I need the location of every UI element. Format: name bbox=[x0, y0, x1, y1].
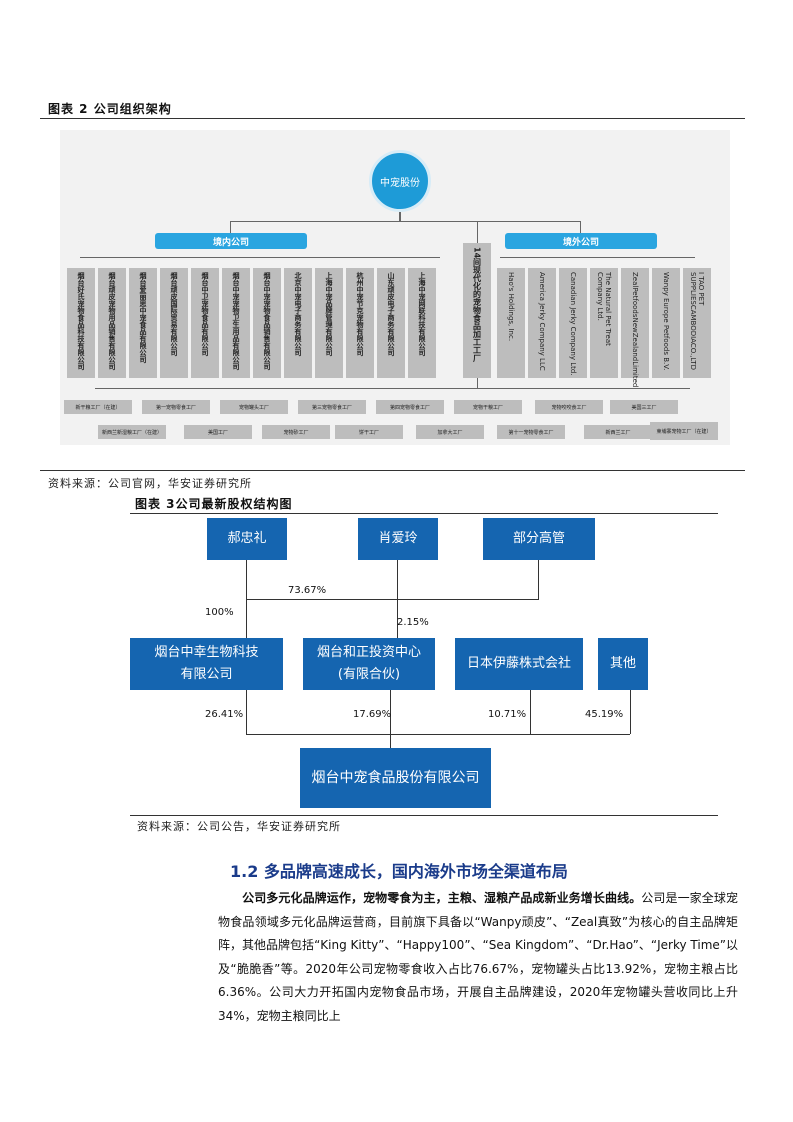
overseas-company: ZealPetfoodsNewZealandLimited bbox=[621, 268, 649, 387]
plant-node: 宠物罐头工厂 bbox=[220, 400, 288, 414]
connector bbox=[246, 690, 247, 734]
lead-sentence: 公司多元化品牌运作，宠物零食为主，主粮、湿粮产品成新业务增长曲线。 bbox=[242, 891, 642, 905]
itoh-box: 日本伊藤株式会社 bbox=[455, 638, 583, 690]
pct-label: 73.67% bbox=[288, 585, 327, 596]
domestic-company: 山东顽皮电子商务有限公司 bbox=[377, 268, 405, 378]
connector bbox=[80, 257, 440, 258]
factory-group-node: 14间现代化的宠物食品加工工厂 bbox=[463, 243, 491, 378]
overseas-company: The Natural Pet Treat Company Ltd. bbox=[590, 268, 618, 378]
hezheng-box: 烟台和正投资中心(有限合伙) bbox=[303, 638, 435, 690]
plant-node: 宠物干粮工厂 bbox=[454, 400, 522, 414]
pct-label: 10.71% bbox=[488, 709, 527, 720]
domestic-company: 烟台顽皮宠物用品销售有限公司 bbox=[98, 268, 126, 378]
plant-node: 柬埔寨宠物工厂（在建） bbox=[650, 422, 718, 440]
figure-3-source: 资料来源：公司公告，华安证券研究所 bbox=[137, 820, 341, 833]
company-box: 烟台中宠食品股份有限公司 bbox=[300, 748, 491, 808]
connector bbox=[538, 560, 539, 600]
plant-node: 加拿大工厂 bbox=[416, 425, 484, 439]
connector bbox=[246, 734, 630, 735]
plant-node: 新西兰工厂 bbox=[584, 425, 652, 439]
domestic-banner: 境内公司 bbox=[155, 233, 307, 249]
connector bbox=[230, 221, 231, 233]
plant-node: 第三宠物零食工厂 bbox=[298, 400, 366, 414]
plant-node: 第一宠物零食工厂 bbox=[142, 400, 210, 414]
domestic-company: 杭州中宠节克宠物有限公司 bbox=[346, 268, 374, 378]
connector bbox=[630, 690, 631, 734]
domestic-company: 烟台爱丽思中宠食品有限公司 bbox=[129, 268, 157, 378]
zhongxing-box: 烟台中幸生物科技有限公司 bbox=[130, 638, 283, 690]
pct-label: 2.15% bbox=[397, 617, 429, 628]
figure-2-title: 图表 2 公司组织架构 bbox=[48, 102, 172, 116]
pct-label: 17.69% bbox=[353, 709, 392, 720]
org-root-node: 中宠股份 bbox=[369, 150, 431, 212]
plant-node: 美国三工厂 bbox=[610, 400, 678, 414]
divider bbox=[130, 815, 718, 816]
other-box: 其他 bbox=[598, 638, 648, 690]
pct-label: 45.19% bbox=[585, 709, 624, 720]
overseas-company: Canadian Jerky Company Ltd. bbox=[559, 268, 587, 378]
figure-3-title: 图表 3公司最新股权结构图 bbox=[135, 497, 293, 511]
domestic-company: 上海中宠网联科技有限公司 bbox=[408, 268, 436, 378]
overseas-company: Wanpy Europe Petfoods B.V. bbox=[652, 268, 680, 378]
overseas-company: Hao's Holdings, Inc. bbox=[497, 268, 525, 378]
connector bbox=[477, 378, 478, 388]
connector bbox=[477, 221, 478, 243]
domestic-company: 烟台中宠宠物食品销售有限公司 bbox=[253, 268, 281, 378]
connector bbox=[230, 221, 580, 222]
plant-node: 第十一宠物零食工厂 bbox=[497, 425, 565, 439]
plant-node: 新西兰新湿粮工厂（在建） bbox=[98, 425, 166, 439]
overseas-banner: 境外公司 bbox=[505, 233, 657, 249]
holder-hao-box: 郝忠礼 bbox=[207, 518, 287, 560]
connector bbox=[580, 221, 581, 233]
figure-2-source: 资料来源：公司官网，华安证券研究所 bbox=[48, 477, 252, 490]
overseas-company: I TAO PET SUPPLIESCAMBODIACO.,LTD bbox=[683, 268, 711, 378]
divider bbox=[40, 470, 745, 471]
body-text: 公司是一家全球宠物食品领域多元化品牌运营商，目前旗下具备以“Wanpy顽皮”、“… bbox=[218, 891, 738, 1023]
domestic-company: 烟台中卫宠物食品有限公司 bbox=[191, 268, 219, 378]
connector bbox=[246, 599, 538, 600]
pct-label: 26.41% bbox=[205, 709, 244, 720]
plant-node: 第四宠物零食工厂 bbox=[376, 400, 444, 414]
plant-node: 宠物咬咬食工厂 bbox=[535, 400, 603, 414]
domestic-company: 烟台好氏宠物食品科技有限公司 bbox=[67, 268, 95, 378]
connector bbox=[390, 690, 391, 748]
domestic-company: 上海中宠品牌管理有限公司 bbox=[315, 268, 343, 378]
connector bbox=[530, 690, 531, 734]
divider bbox=[130, 513, 718, 514]
connector bbox=[95, 388, 690, 389]
domestic-company: 北京中宠电子商务有限公司 bbox=[284, 268, 312, 378]
plant-node: 宠物砂工厂 bbox=[262, 425, 330, 439]
connector bbox=[500, 257, 695, 258]
section-heading: 1.2 多品牌高速成长，国内海外市场全渠道布局 bbox=[230, 862, 568, 881]
domestic-company: 烟台顽皮国际贸易有限公司 bbox=[160, 268, 188, 378]
plant-node: 美国工厂 bbox=[184, 425, 252, 439]
section-paragraph: 公司多元化品牌运作，宠物零食为主，主粮、湿粮产品成新业务增长曲线。公司是一家全球… bbox=[218, 887, 738, 1028]
divider bbox=[40, 118, 745, 119]
domestic-company: 烟台中宠宠物卫生用品有限公司 bbox=[222, 268, 250, 378]
overseas-company: America Jerky Company LLC bbox=[528, 268, 556, 378]
holder-mgmt-box: 部分高管 bbox=[483, 518, 595, 560]
plant-node: 饼干工厂 bbox=[335, 425, 403, 439]
connector bbox=[399, 212, 401, 222]
holder-xiao-box: 肖爱玲 bbox=[358, 518, 438, 560]
pct-label: 100% bbox=[205, 607, 234, 618]
plant-node: 新干粮工厂（在建） bbox=[64, 400, 132, 414]
